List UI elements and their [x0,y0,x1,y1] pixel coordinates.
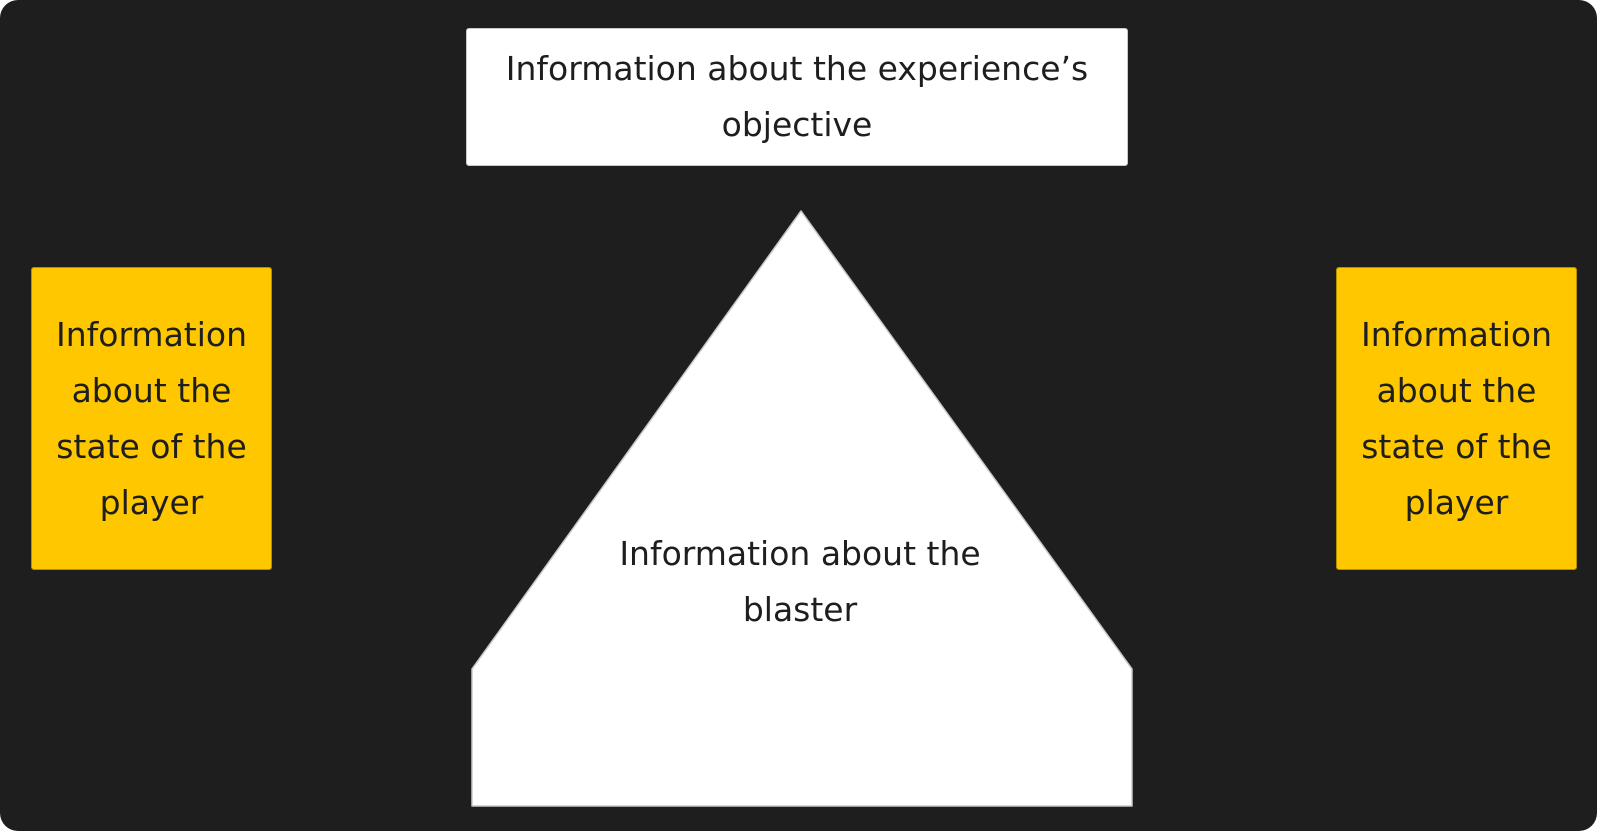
blaster-info-label: Information about the blaster [619,534,981,629]
player-state-label-left: Information about the state of the playe… [55,314,248,522]
blaster-pentagon-shape [471,210,1133,807]
objective-info-box: Information about the experience’s objec… [466,28,1128,166]
objective-info-label: Information about the experience’s objec… [505,49,1089,144]
player-state-label-right: Information about the state of the playe… [1360,314,1553,522]
player-state-box-left: Information about the state of the playe… [31,267,272,570]
player-state-box-right: Information about the state of the playe… [1336,267,1577,570]
